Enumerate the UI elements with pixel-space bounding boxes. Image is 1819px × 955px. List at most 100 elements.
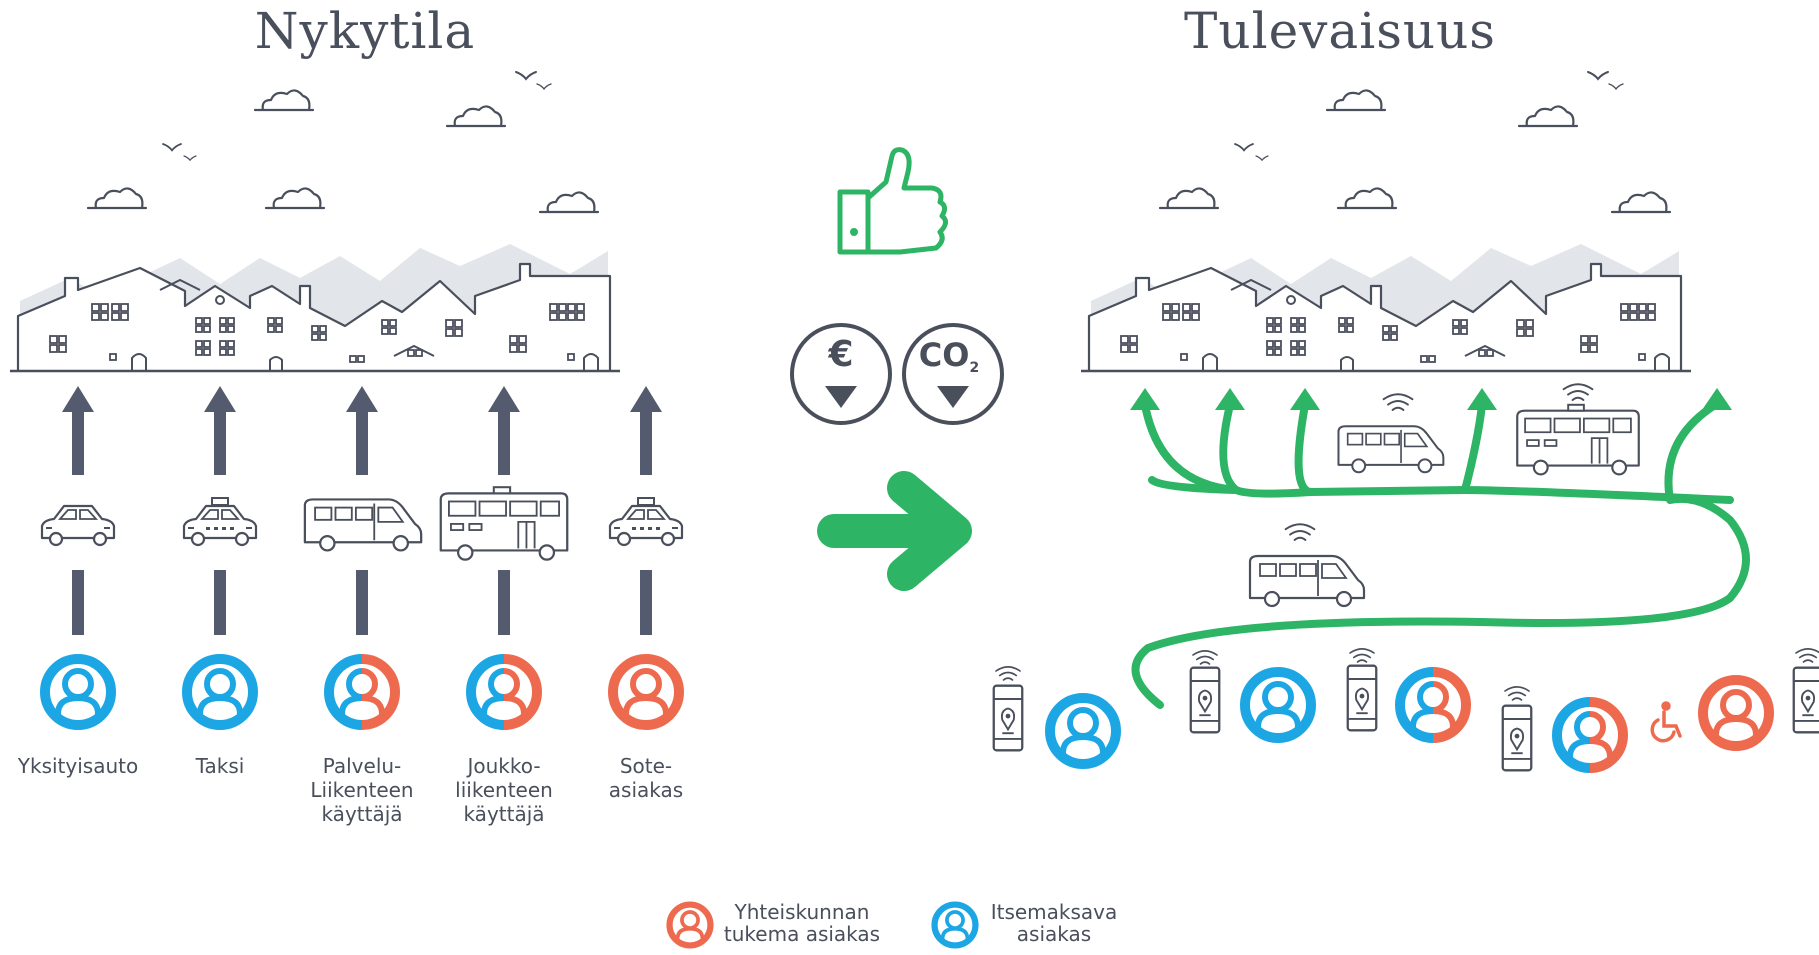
- cloud-icon: [253, 89, 315, 112]
- cloud-icon: [1325, 89, 1387, 112]
- up-arrow-head: [204, 386, 236, 412]
- up-arrow-head: [62, 386, 94, 412]
- up-arrow-head: [346, 386, 378, 412]
- current-title: Nykytila: [254, 2, 476, 60]
- up-arrow: [356, 405, 368, 475]
- wifi-icon: [1504, 686, 1530, 701]
- user-type-label: Sote- asiakas: [608, 754, 684, 802]
- van-icon: [1248, 554, 1366, 608]
- current-column: [184, 386, 256, 725]
- cloud-icon: [264, 187, 326, 210]
- person-icon: [187, 659, 253, 725]
- up-arrow: [214, 405, 226, 475]
- van-icon: [1337, 425, 1445, 474]
- future-clouds: [1158, 71, 1672, 214]
- legend-person-blue-icon: [935, 905, 976, 946]
- co2-subscript: 2: [969, 360, 979, 376]
- bird-icon: [1234, 143, 1254, 152]
- current-column: [439, 386, 569, 725]
- connected-users: [992, 648, 1819, 772]
- bird-icon: [162, 143, 182, 152]
- cloud-icon: [538, 191, 600, 214]
- bird-icon: [1255, 155, 1269, 161]
- euro-symbol: €: [827, 334, 853, 375]
- wifi-icon: [1562, 383, 1594, 401]
- person-icon: [1245, 672, 1311, 738]
- bus-icon: [439, 486, 569, 561]
- green-route: [1131, 401, 1750, 709]
- person-icon: [1557, 702, 1623, 768]
- phone-icon: [992, 684, 1024, 752]
- up-arrow: [498, 405, 510, 475]
- legend-supported-label: Yhteiskunnan tukema asiakas: [723, 900, 881, 946]
- current-column: [303, 386, 423, 725]
- taxi-icon: [184, 498, 256, 545]
- wifi-icon: [1349, 648, 1375, 663]
- cloud-icon: [1610, 191, 1672, 214]
- current-skyline: [8, 242, 622, 373]
- taxi-icon: [610, 498, 682, 545]
- wifi-icon: [1284, 523, 1316, 541]
- bird-icon: [536, 83, 552, 90]
- shared-van: [1248, 523, 1366, 608]
- connector-bar: [72, 570, 84, 635]
- smart-bus: [1516, 383, 1640, 476]
- person-icon: [613, 659, 679, 725]
- wifi-icon: [1192, 650, 1218, 665]
- van-icon: [303, 498, 423, 552]
- wifi-icon: [1795, 648, 1819, 663]
- phone-icon: [1189, 666, 1221, 734]
- bird-icon: [1587, 71, 1609, 80]
- legend-person-red-icon: [670, 905, 711, 946]
- co2-down-icon: CO2: [902, 323, 1004, 425]
- bird-icon: [515, 71, 537, 80]
- person-icon: [1400, 672, 1466, 738]
- co2-text: CO: [919, 336, 970, 374]
- current-columns: [42, 386, 682, 725]
- phone-icon: [1346, 664, 1378, 732]
- bird-icon: [183, 155, 197, 161]
- current-clouds: [86, 71, 600, 214]
- connector-bar: [498, 570, 510, 635]
- user-type-label: Taksi: [195, 754, 245, 778]
- transition-arrow-icon: [817, 471, 972, 591]
- cloud-icon: [1336, 187, 1398, 210]
- wifi-icon: [995, 666, 1021, 681]
- bird-icon: [1608, 83, 1624, 90]
- up-arrow: [72, 405, 84, 475]
- up-arrow: [640, 405, 652, 475]
- future-title: Tulevaisuus: [1184, 2, 1496, 60]
- up-arrow-head: [488, 386, 520, 412]
- connector-bar: [356, 570, 368, 635]
- thumbs-up-icon: [837, 147, 948, 255]
- person-icon: [45, 659, 111, 725]
- cloud-icon: [1158, 187, 1220, 210]
- person-icon: [329, 659, 395, 725]
- phone-icon: [1792, 666, 1819, 734]
- bus-icon: [1516, 403, 1640, 476]
- connector-bar: [214, 570, 226, 635]
- user-type-label: Joukko- liikenteen käyttäjä: [455, 754, 553, 826]
- current-column: [610, 386, 682, 725]
- legend-self-paying-label: Itsemaksava asiakas: [990, 900, 1118, 946]
- future-skyline: [1079, 242, 1693, 373]
- euro-down-icon: €: [790, 323, 892, 425]
- phone-icon: [1501, 704, 1533, 772]
- person-icon: [1703, 680, 1769, 746]
- svg-text:CO2: CO2: [919, 336, 979, 376]
- current-column: [42, 386, 114, 725]
- cloud-icon: [86, 187, 148, 210]
- cloud-icon: [445, 105, 507, 128]
- user-type-label: Palvelu- Liikenteen käyttäjä: [310, 754, 414, 826]
- connector-bar: [640, 570, 652, 635]
- user-type-label: Yksityisauto: [17, 754, 139, 778]
- wifi-icon: [1382, 393, 1414, 411]
- person-icon: [471, 659, 537, 725]
- green-arrowheads: [1130, 388, 1732, 410]
- on-demand-van: [1337, 393, 1445, 474]
- up-arrow-head: [630, 386, 662, 412]
- wheelchair-icon: [1650, 701, 1682, 743]
- cloud-icon: [1517, 105, 1579, 128]
